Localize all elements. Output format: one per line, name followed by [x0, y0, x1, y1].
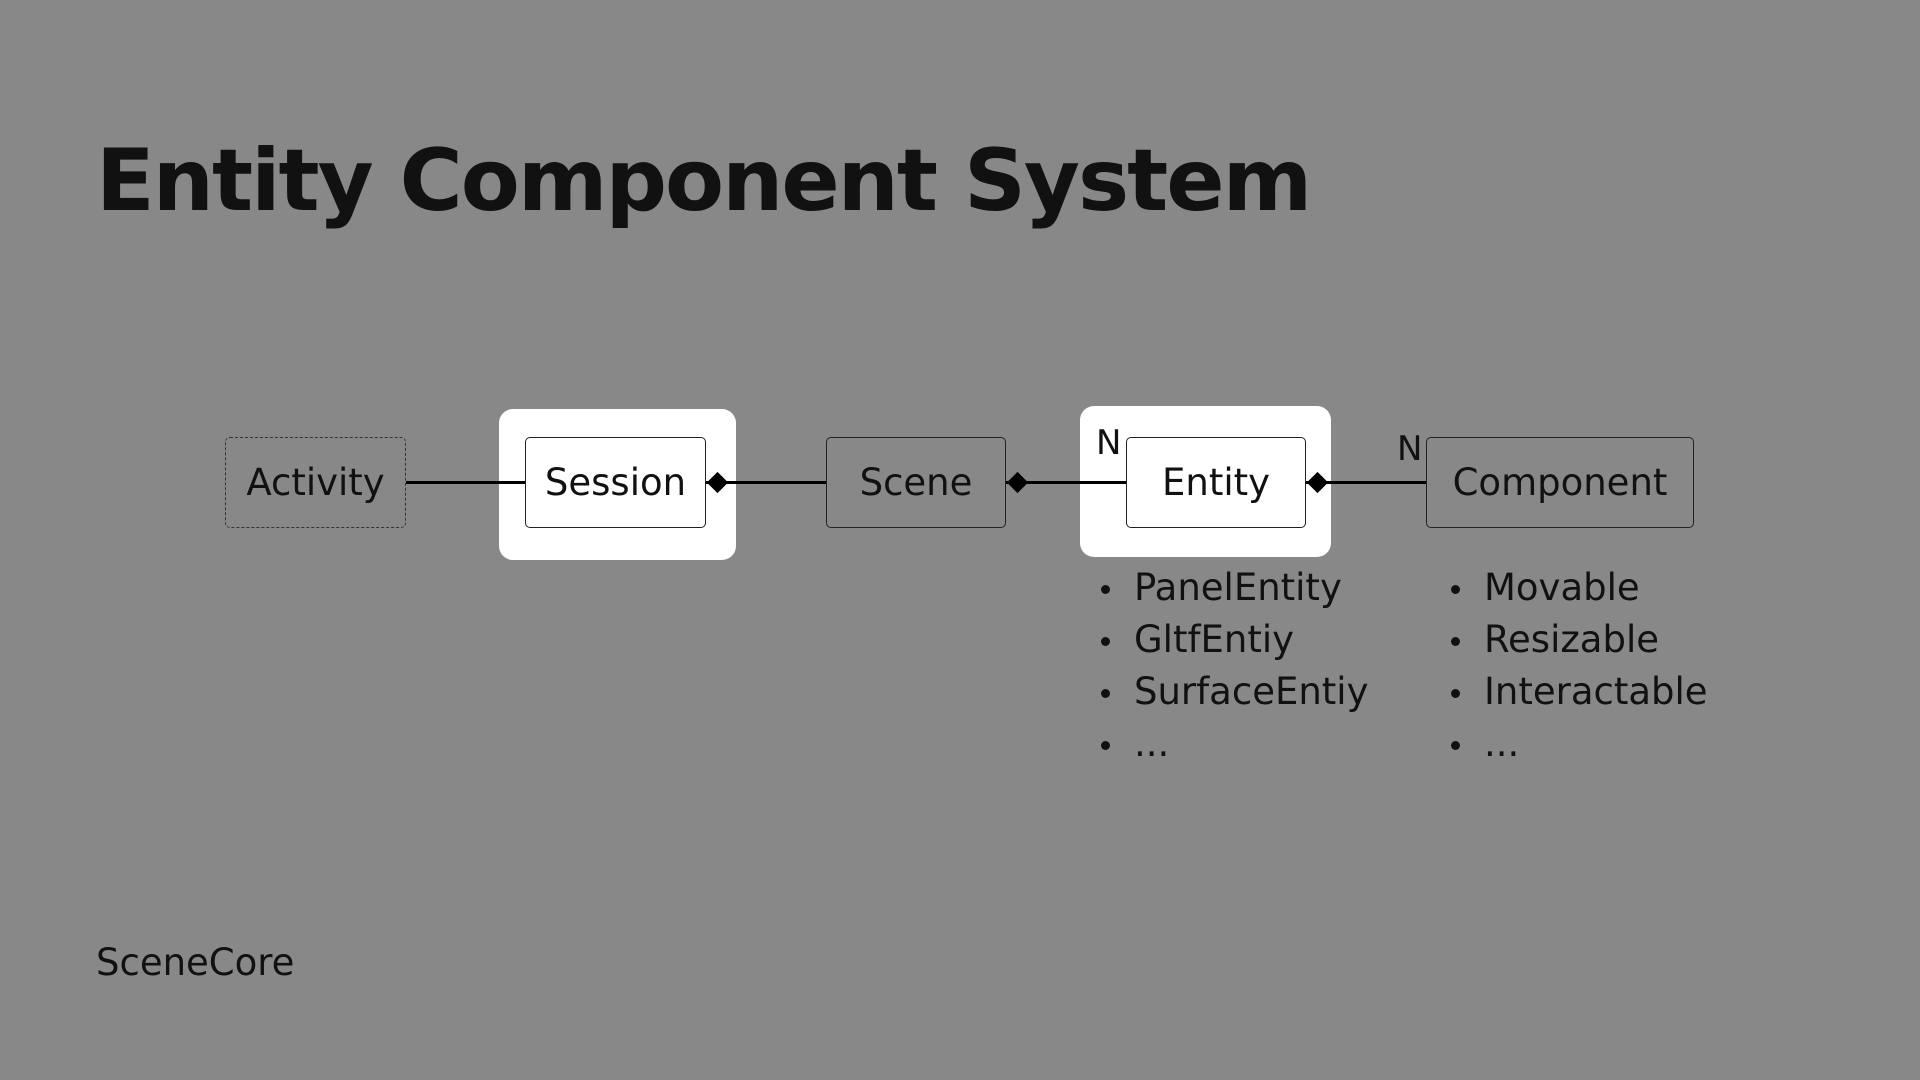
entity-multiplicity: N — [1096, 423, 1122, 463]
list-item: Movable — [1448, 562, 1708, 614]
page-title: Entity Component System — [96, 131, 1312, 231]
list-item: SurfaceEntiy — [1098, 666, 1368, 718]
list-item: Interactable — [1448, 666, 1708, 718]
scene-label: Scene — [859, 461, 973, 504]
entity-node: Entity — [1126, 437, 1306, 528]
scene-entity-connector — [1006, 481, 1126, 484]
list-item: ... — [1448, 718, 1708, 770]
scene-node: Scene — [826, 437, 1006, 528]
component-types-list: Movable Resizable Interactable ... — [1448, 562, 1708, 770]
activity-label: Activity — [246, 461, 385, 504]
list-item: ... — [1098, 718, 1368, 770]
entity-component-connector — [1306, 481, 1426, 484]
component-node: Component — [1426, 437, 1694, 528]
session-label: Session — [544, 461, 687, 504]
entity-types-list: PanelEntity GltfEntiy SurfaceEntiy ... — [1098, 562, 1368, 770]
activity-session-connector — [406, 481, 525, 484]
footer-label: SceneCore — [96, 941, 295, 984]
list-item: GltfEntiy — [1098, 614, 1368, 666]
component-label: Component — [1452, 461, 1668, 504]
component-multiplicity: N — [1397, 429, 1423, 469]
list-item: PanelEntity — [1098, 562, 1368, 614]
session-scene-connector — [706, 481, 826, 484]
activity-node: Activity — [225, 437, 406, 528]
entity-label: Entity — [1161, 461, 1271, 504]
list-item: Resizable — [1448, 614, 1708, 666]
scene-composition-diamond — [1006, 471, 1029, 494]
session-node: Session — [525, 437, 706, 528]
